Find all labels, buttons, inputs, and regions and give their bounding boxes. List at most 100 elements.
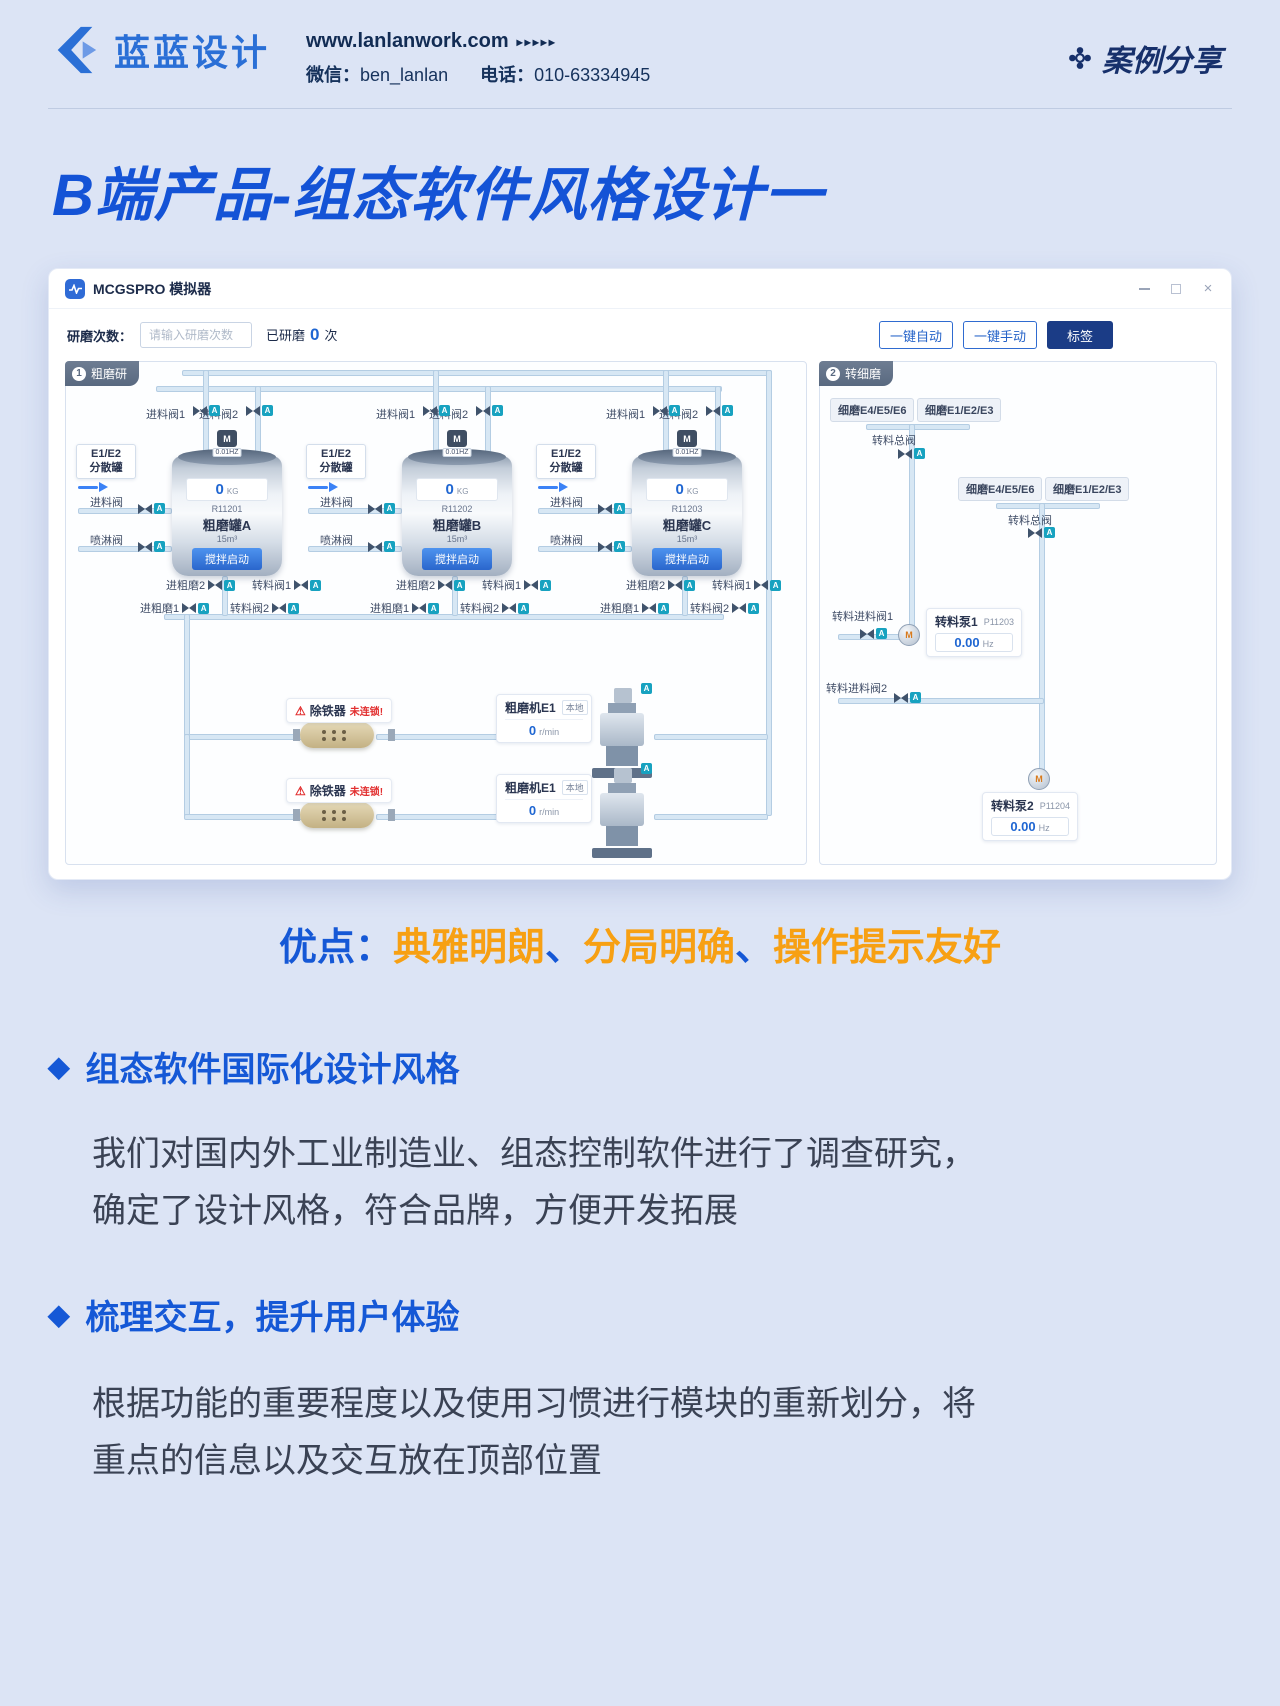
pipe-segment	[184, 734, 306, 740]
grinder-machine: A	[590, 763, 654, 862]
deironer-warning-1: ⚠ 除铁器 未连锁!	[286, 698, 393, 723]
case-share-label: 案例分享	[1102, 45, 1222, 78]
grind-count-input[interactable]	[140, 322, 253, 348]
valve-auto-badge: A	[518, 602, 530, 614]
motor-icon: M	[217, 430, 237, 447]
stir-start-button[interactable]: 搅拌启动	[192, 548, 262, 570]
transfer-valve1-icon[interactable]: A	[754, 579, 782, 591]
spray-valve-icon[interactable]: A	[138, 541, 165, 552]
flow-arrow-icon	[78, 482, 108, 492]
phone-value: 010-63334945	[534, 65, 651, 85]
transfer-valve2-icon[interactable]: A	[732, 602, 760, 614]
pipe-segment	[308, 508, 402, 514]
one-key-manual-button[interactable]: 一键手动	[963, 321, 1037, 349]
stir-start-button[interactable]: 搅拌启动	[422, 548, 492, 570]
pipe-segment	[255, 386, 261, 458]
tank-group-b: 进料阀1 A 进料阀2 A E1/E2 分散罐 进料阀 A 喷淋阀 A M 0.…	[296, 362, 552, 662]
grinder-top	[614, 688, 632, 703]
minimize-icon[interactable]	[1137, 282, 1151, 296]
grinder-speed-unit: r/min	[539, 807, 560, 817]
close-icon[interactable]: ×	[1203, 280, 1213, 297]
app-logo-icon	[65, 278, 85, 299]
weight-value: 0	[445, 481, 454, 498]
valve-body-icon	[182, 603, 197, 613]
feed-valve-label: 进料阀	[90, 497, 123, 509]
deironer-machine	[293, 802, 395, 828]
weight-unit: KG	[686, 487, 699, 496]
transfer-valve2-icon[interactable]: A	[272, 602, 300, 614]
brand-name: 蓝蓝设计	[114, 32, 271, 73]
feed-valve2-icon[interactable]: A	[706, 405, 733, 416]
tank-name: 粗磨罐C	[662, 518, 712, 533]
weight-unit: KG	[456, 487, 469, 496]
maximize-icon[interactable]	[1169, 282, 1183, 296]
in-coarse2-valve-icon[interactable]: A	[668, 579, 696, 591]
page-title: B端产品-组态软件风格设计一	[52, 163, 824, 228]
feed-valve-icon[interactable]: A	[138, 503, 165, 514]
advantage-item: 操作提示友好	[773, 927, 1002, 969]
grinder-speed-value: 0	[528, 723, 537, 738]
spray-valve-label: 喷淋阀	[550, 535, 583, 547]
valve-body-icon	[642, 603, 657, 613]
pipe-segment	[654, 814, 768, 820]
feed-valve2-icon[interactable]: A	[246, 405, 273, 416]
tag-button[interactable]: 标签	[1047, 321, 1113, 349]
valve-body-icon	[423, 405, 437, 416]
fine-mill-e456-chip[interactable]: 细磨E4/E5/E6	[958, 477, 1043, 501]
fine-grinding-panel: 2 转细磨 细磨E4/E5/E6 细磨E1/E2/E3 转料总阀 A 细磨E4/…	[819, 361, 1217, 865]
in-coarse1-valve-icon[interactable]: A	[642, 602, 670, 614]
transfer-total-valve-icon[interactable]: A	[1028, 527, 1055, 538]
tank-group-c: 进料阀1 A 进料阀2 A E1/E2 分散罐 进料阀 A 喷淋阀 A M 0.…	[526, 362, 782, 662]
grinder-base	[592, 848, 652, 858]
in-coarse1-valve-icon[interactable]: A	[412, 602, 440, 614]
header-divider	[48, 108, 1232, 109]
grind-count-label: 研磨次数：	[67, 328, 133, 344]
in-coarse1-valve-icon[interactable]: A	[182, 602, 210, 614]
coarse-panel-tag: 1 粗磨研	[65, 361, 140, 386]
valve-auto-badge: A	[439, 405, 450, 416]
ground-value: 0	[310, 325, 320, 344]
in-coarse2-valve-icon[interactable]: A	[438, 579, 466, 591]
grinder-neck	[608, 703, 636, 713]
pump-code: P11203	[983, 616, 1015, 627]
one-key-auto-button[interactable]: 一键自动	[879, 321, 953, 349]
transfer-feed-valve2-icon[interactable]: A	[894, 692, 921, 703]
valve-auto-badge: A	[641, 763, 652, 774]
transfer-feed-valve1-label: 转料进料阀1	[832, 611, 894, 623]
valve-body-icon	[894, 692, 908, 703]
transfer-total-valve-icon[interactable]: A	[898, 448, 925, 459]
pump-name: 转料泵2	[991, 799, 1034, 813]
feed-valve1-icon[interactable]: A	[193, 405, 220, 416]
feed-valve-icon[interactable]: A	[368, 503, 395, 514]
valve-auto-badge: A	[224, 579, 236, 591]
feed-valve2-icon[interactable]: A	[476, 405, 503, 416]
valve-auto-badge: A	[722, 405, 733, 416]
feed-valve-icon[interactable]: A	[598, 503, 625, 514]
pipe-segment	[682, 576, 688, 616]
stir-start-button[interactable]: 搅拌启动	[652, 548, 722, 570]
coarse-panel-title: 粗磨研	[91, 367, 128, 381]
transfer-valve1-icon[interactable]: A	[524, 579, 552, 591]
fine-mill-e123-chip[interactable]: 细磨E1/E2/E3	[917, 398, 1002, 422]
feed-valve1-icon[interactable]: A	[653, 405, 680, 416]
in-coarse2-valve-icon[interactable]: A	[208, 579, 236, 591]
valve-auto-badge: A	[428, 602, 440, 614]
valve-auto-badge: A	[641, 683, 652, 694]
spray-valve-icon[interactable]: A	[598, 541, 625, 552]
spray-valve-icon[interactable]: A	[368, 541, 395, 552]
valve-auto-badge: A	[684, 579, 696, 591]
transfer-valve2-icon[interactable]: A	[502, 602, 530, 614]
valve-body-icon	[294, 580, 309, 590]
pipe-segment	[78, 546, 172, 552]
transfer-feed-valve1-icon[interactable]: A	[860, 628, 887, 639]
fine-mill-e123-chip[interactable]: 细磨E1/E2/E3	[1045, 477, 1130, 501]
fine-mill-e456-chip[interactable]: 细磨E4/E5/E6	[830, 398, 915, 422]
feed-valve1-icon[interactable]: A	[423, 405, 450, 416]
transfer-valve1-icon[interactable]: A	[294, 579, 322, 591]
header-contact-block: www.lanlanwork.com ▸▸▸▸▸ 微信：ben_lanlan 电…	[306, 30, 650, 87]
valve-auto-badge: A	[876, 628, 887, 639]
